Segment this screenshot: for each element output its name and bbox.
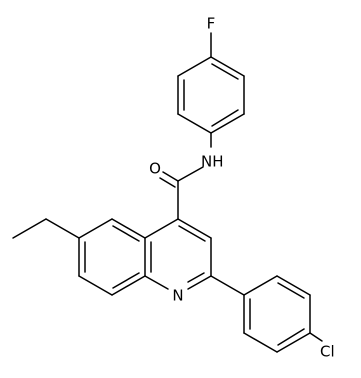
fluorine-label: F (207, 15, 216, 33)
c-cl-bond (309, 332, 323, 342)
amide-nh-label: NH (201, 153, 224, 171)
quinoline-benzo-ring (78, 218, 146, 296)
c2-aryl-bond (210, 275, 245, 296)
chlorophenyl-ring (243, 275, 311, 353)
nh-carbonyl-bond (177, 166, 204, 182)
ring-nitrogen-label: N (172, 287, 183, 305)
chlorine-label: Cl (320, 343, 335, 361)
quinoline-pyridine-ring (144, 218, 212, 290)
fluorophenyl-ring (177, 56, 245, 134)
ethyl-group (12, 218, 80, 239)
carbonyl-double-bond (159, 171, 179, 188)
carbonyl-oxygen-label: O (149, 160, 161, 178)
